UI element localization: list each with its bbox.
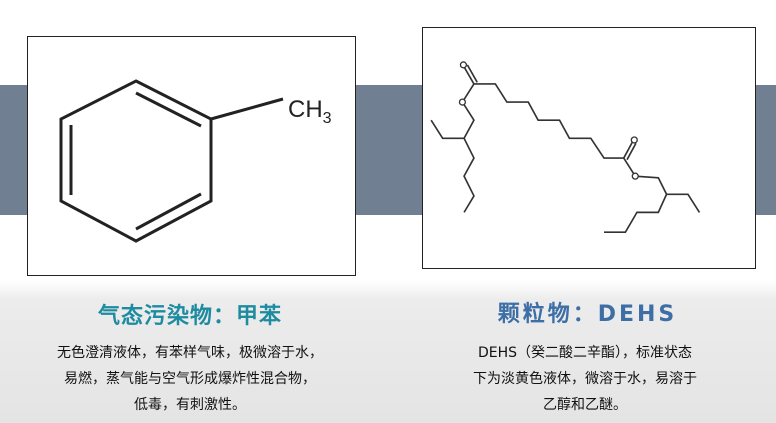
- right-description: DEHS（癸二酸二辛酯），标准状态 下为淡黄色液体，微溶于水，易溶于 乙醇和乙醚…: [420, 340, 750, 418]
- dehs-structure: [430, 61, 701, 233]
- desc-line: 低毒，有刺激性。: [134, 397, 246, 413]
- ch3-label: CH3: [288, 96, 332, 127]
- toluene-structure: CH3: [59, 79, 332, 243]
- dehs-structure-image: [422, 27, 756, 269]
- desc-line: 乙醇和乙醚。: [543, 397, 627, 413]
- right-title: 颗粒物：DEHS: [497, 302, 678, 327]
- left-description: 无色澄清液体，有苯样气味，极微溶于水， 易燃，蒸气能与空气形成爆炸性混合物， 低…: [15, 340, 365, 418]
- desc-line: 下为淡黄色液体，微溶于水，易溶于: [473, 371, 697, 387]
- desc-line: 易燃，蒸气能与空气形成爆炸性混合物，: [64, 371, 316, 387]
- desc-line: 无色澄清液体，有苯样气味，极微溶于水，: [57, 345, 323, 361]
- left-title: 气态污染物：甲苯: [97, 304, 282, 329]
- desc-line: DEHS（癸二酸二辛酯），标准状态: [477, 345, 693, 361]
- toluene-structure-image: CH3: [27, 36, 356, 276]
